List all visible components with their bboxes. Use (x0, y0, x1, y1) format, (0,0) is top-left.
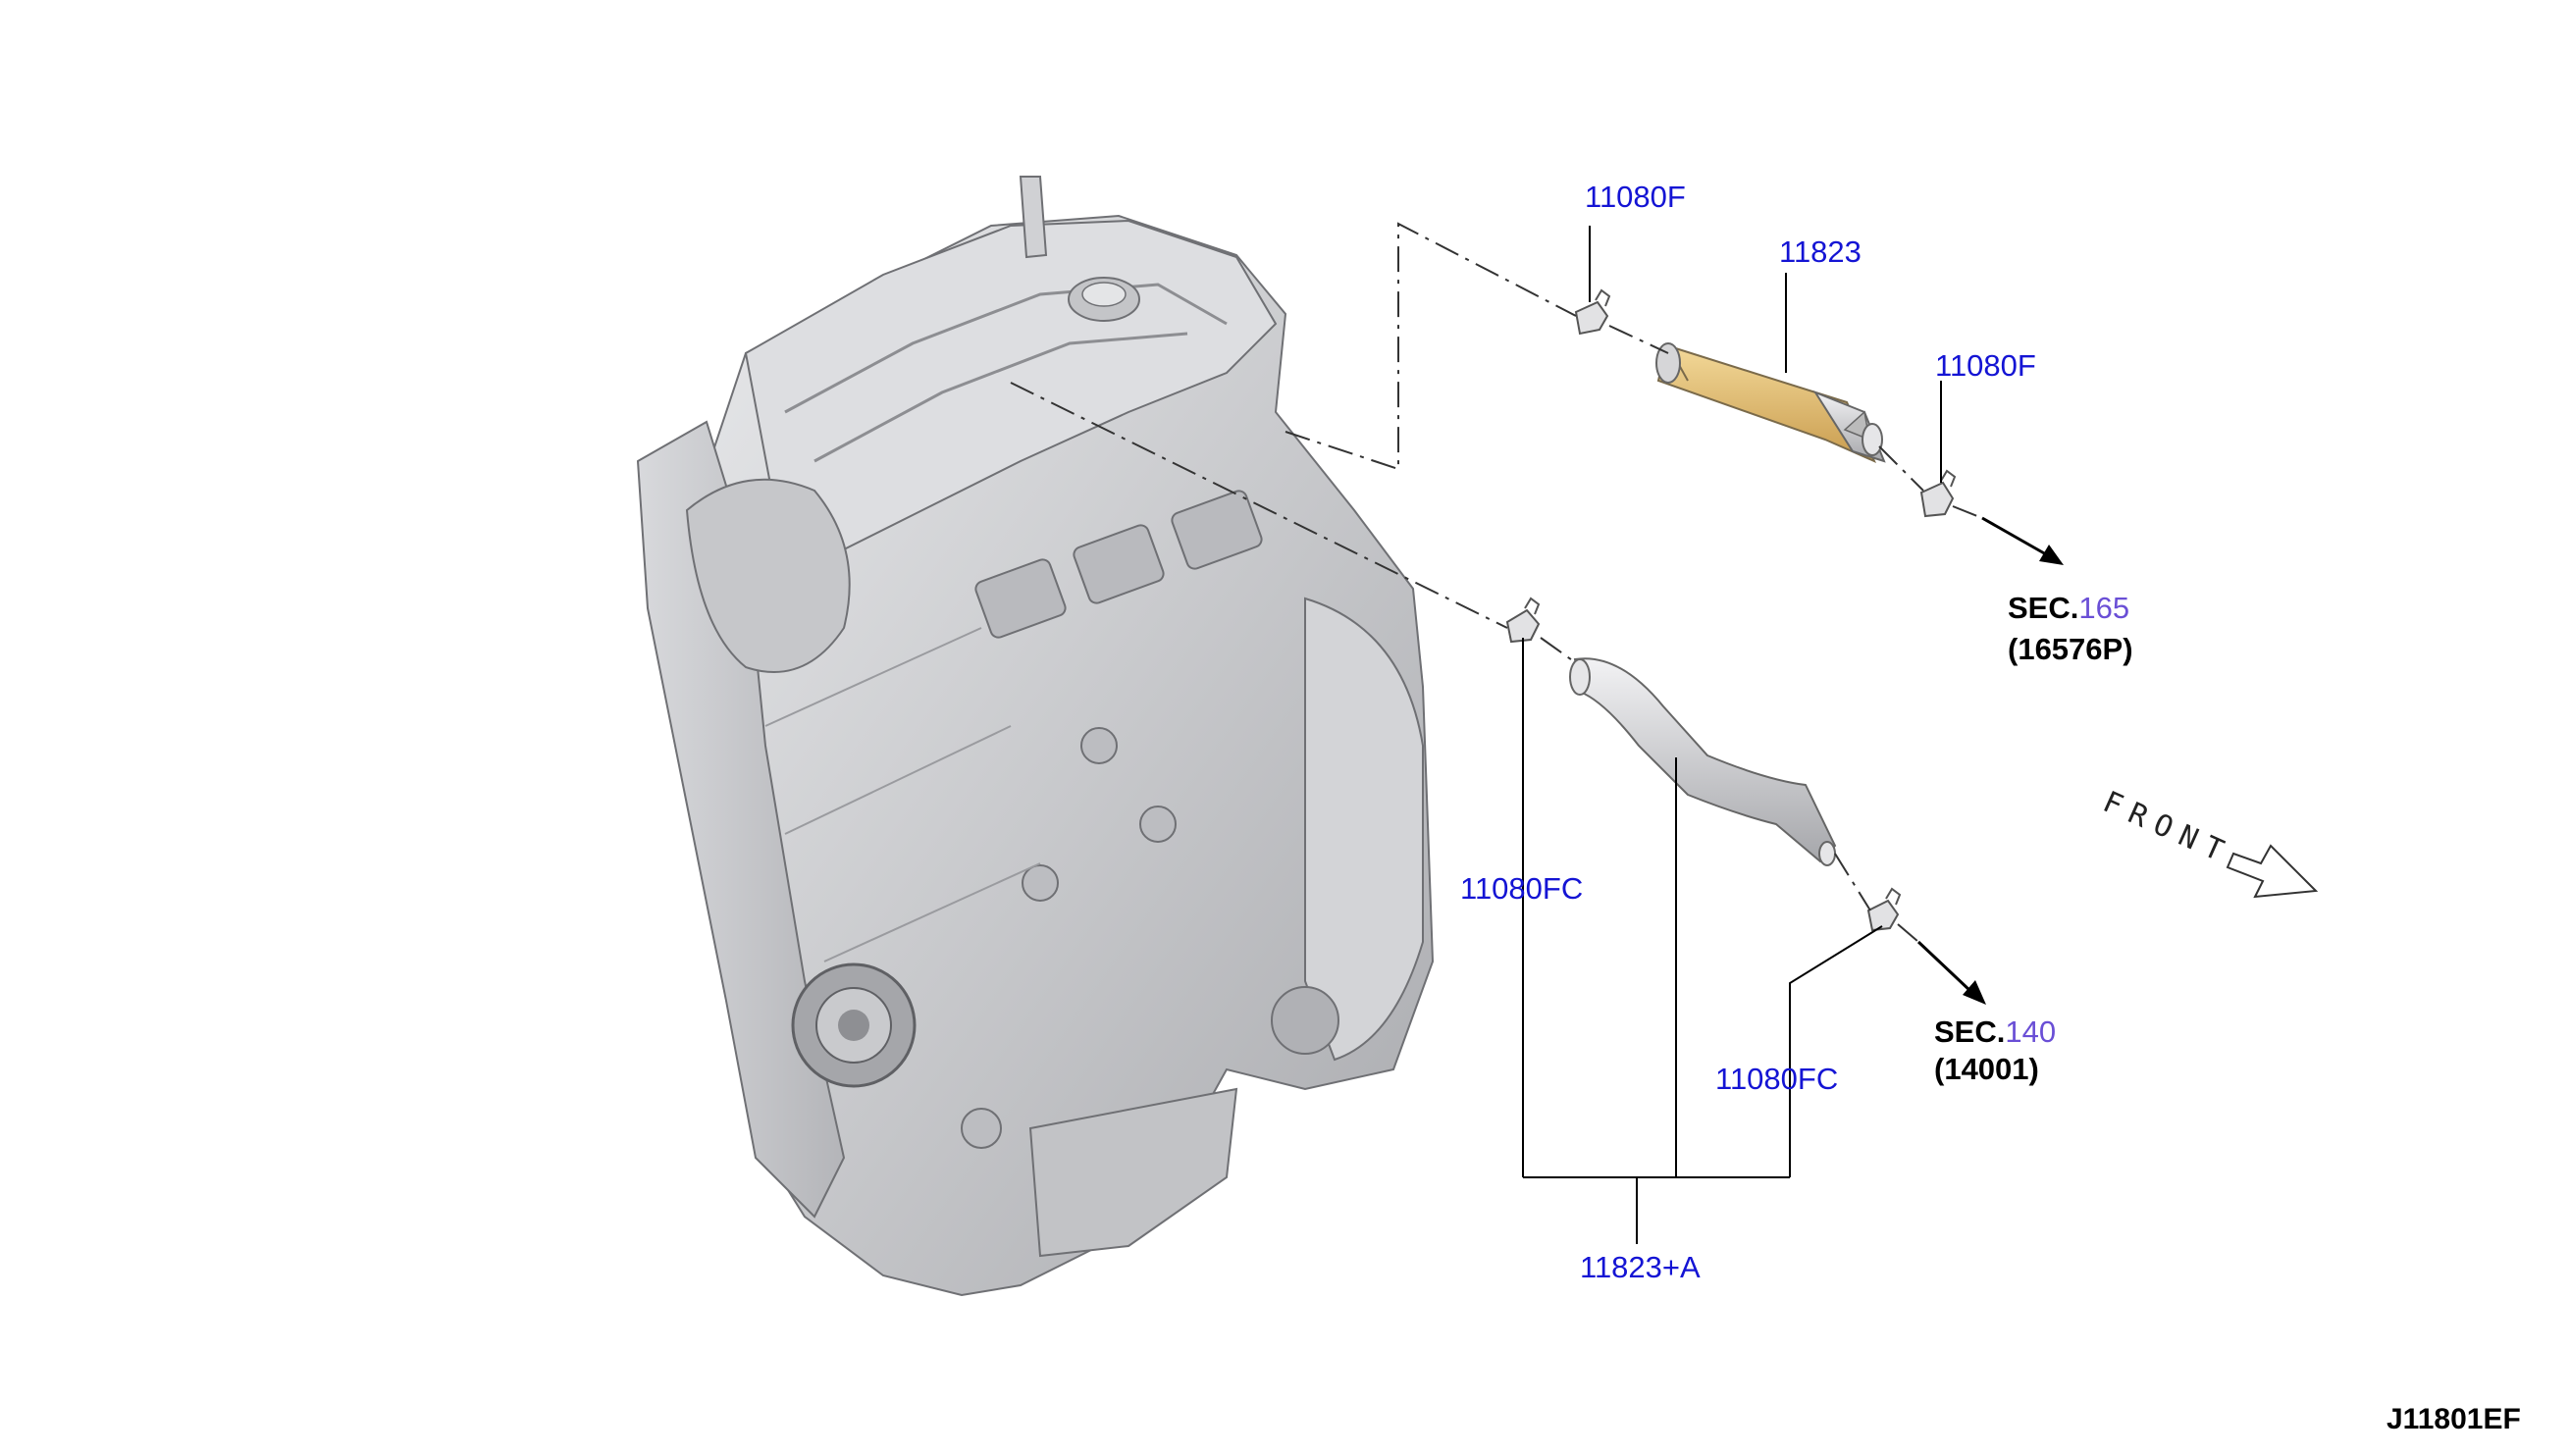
sec-165-label: SEC.165 (2008, 593, 2129, 623)
label-hose-upper: 11823 (1779, 234, 1862, 269)
sec-140-label: SEC.140 (1934, 1016, 2056, 1047)
label-clip-lower-right: 11080FC (1715, 1062, 1839, 1096)
front-arrow (2226, 844, 2319, 899)
clip-upper-right-shape (1919, 469, 1957, 518)
hose-11823 (1655, 342, 1886, 463)
label-hose-assembly: 11823+A (1580, 1250, 1701, 1284)
clip-lower-right-shape (1866, 887, 1902, 932)
center-lines (1010, 222, 1983, 943)
clip-upper-left-shape (1574, 288, 1611, 336)
label-clip-upper-left: 11080F (1585, 180, 1686, 214)
label-clip-upper-right: 11080F (1935, 348, 2036, 383)
drawing-code: J11801EF (2386, 1403, 2521, 1435)
sec-165-arrow (1981, 516, 2064, 565)
sec-140-prefix: SEC. (1934, 1014, 2006, 1049)
sec-140-arrow (1916, 940, 1986, 1005)
leader-lines (1522, 226, 1942, 1244)
sec-165-number: 165 (2078, 591, 2130, 625)
sec-165-ref: (16576P) (2008, 632, 2133, 666)
clip-lower-left-shape (1505, 597, 1541, 644)
sec-140-ref: (14001) (1934, 1052, 2039, 1086)
label-clip-lower-left: 11080FC (1460, 871, 1584, 906)
sec-140-number: 140 (2005, 1014, 2057, 1049)
hose-11823-a (1569, 657, 1837, 866)
engine-illustration (636, 176, 1435, 1297)
sec-165-prefix: SEC. (2008, 591, 2079, 625)
